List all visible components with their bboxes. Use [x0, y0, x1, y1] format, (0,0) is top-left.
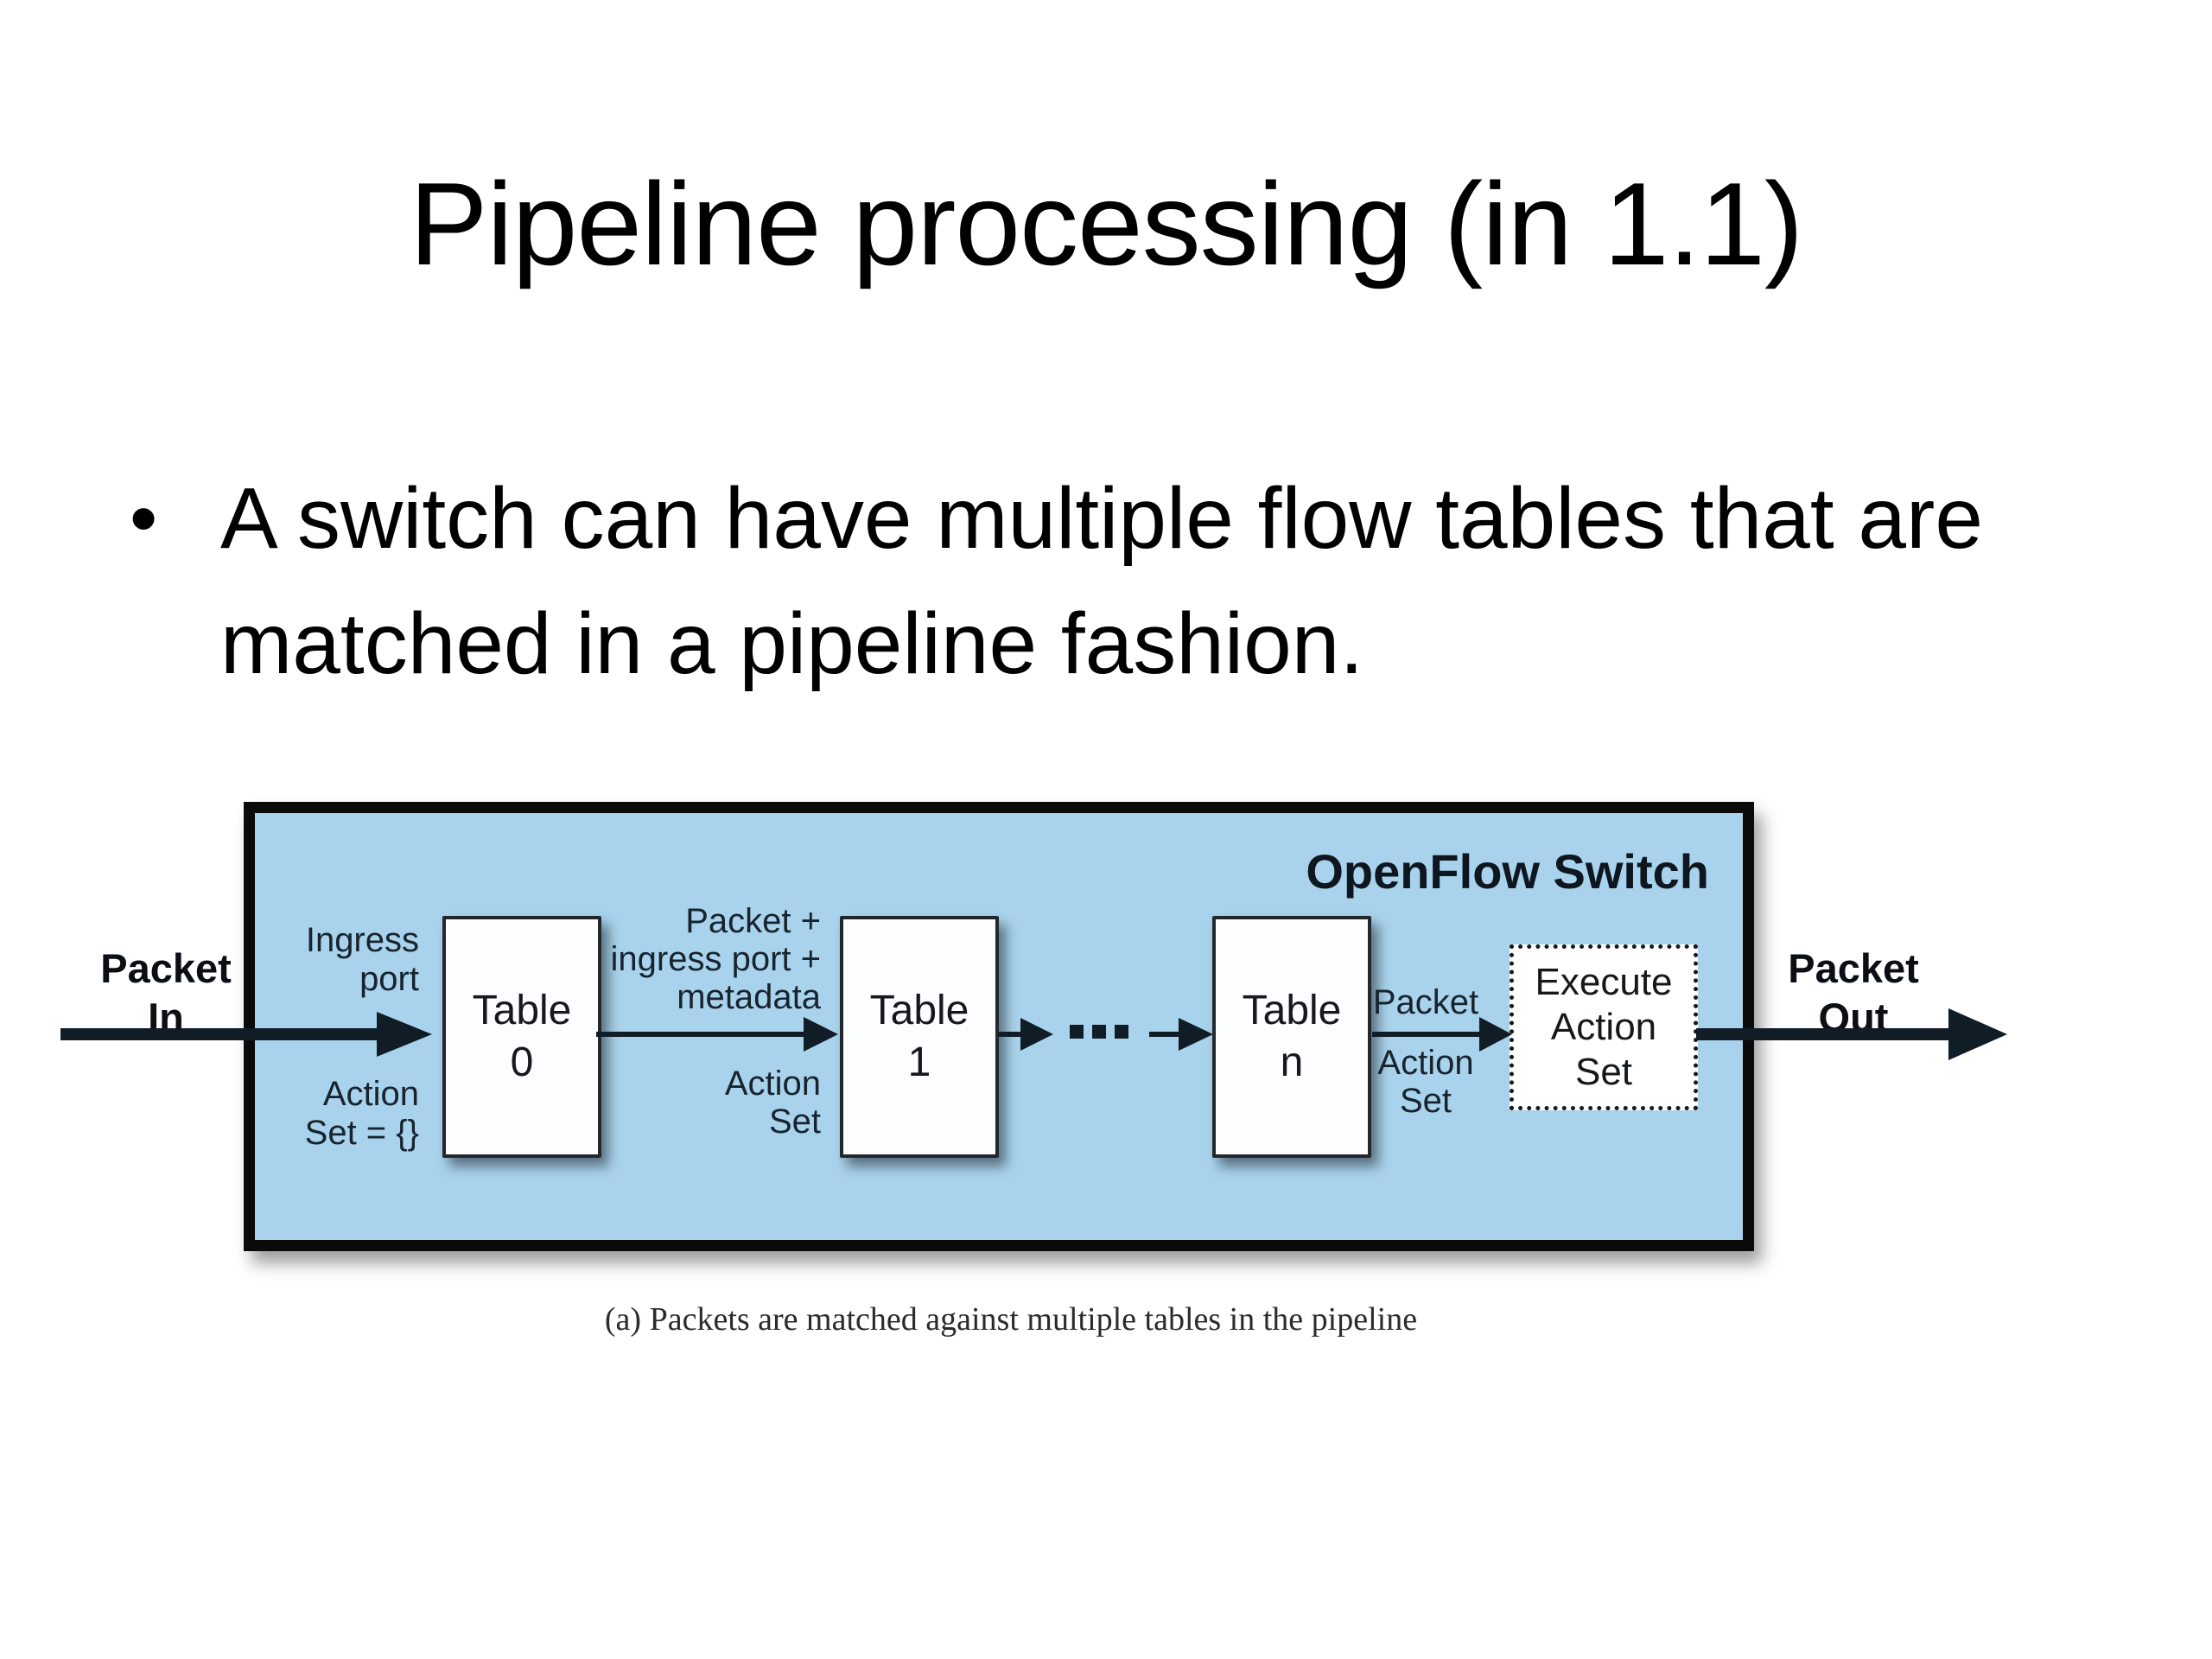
- initial-action-set-label: Action Set = {}: [304, 1075, 419, 1152]
- ellipsis-dot: [1070, 1025, 1084, 1039]
- ellipsis-dot: [1092, 1025, 1106, 1039]
- arrow-head-icon: [1179, 1018, 1213, 1051]
- packet-metadata-label: Packet + ingress port + metadata: [610, 902, 821, 1016]
- execute-action-set-box: Execute Action Set: [1510, 944, 1698, 1110]
- action-set-after-table0-label: Action Set: [724, 1065, 821, 1141]
- flow-table-n-box: Table n: [1212, 916, 1371, 1158]
- flow-table-0-box: Table 0: [442, 916, 601, 1158]
- arrow-line: [60, 1028, 378, 1040]
- arrow-head-icon: [1948, 1008, 2007, 1060]
- action-set-before-execute-label: Action Set: [1377, 1044, 1474, 1120]
- arrow-line: [1149, 1032, 1179, 1037]
- page-title: Pipeline processing (in 1.1): [409, 158, 1803, 289]
- arrow-head-icon: [804, 1017, 838, 1052]
- bullet-item: • A switch can have multiple flow tables…: [130, 456, 2152, 707]
- arrow-line: [1372, 1032, 1481, 1037]
- figure-caption: (a) Packets are matched against multiple…: [604, 1301, 1418, 1338]
- arrow-head-icon: [377, 1012, 432, 1057]
- arrow-line: [596, 1032, 805, 1037]
- arrow-head-icon: [1020, 1018, 1053, 1051]
- packet-before-execute-label: Packet: [1372, 983, 1479, 1021]
- openflow-switch-label: OpenFlow Switch: [1306, 844, 1709, 899]
- arrow-head-icon: [1479, 1017, 1512, 1052]
- flow-table-1-box: Table 1: [840, 916, 999, 1158]
- ellipsis-dot: [1115, 1025, 1128, 1039]
- arrow-line: [1696, 1028, 1950, 1040]
- bullet-text: A switch can have multiple flow tables t…: [220, 470, 1983, 692]
- bullet-marker: •: [130, 474, 158, 563]
- arrow-line: [998, 1032, 1022, 1037]
- ingress-port-label: Ingress port: [305, 921, 419, 998]
